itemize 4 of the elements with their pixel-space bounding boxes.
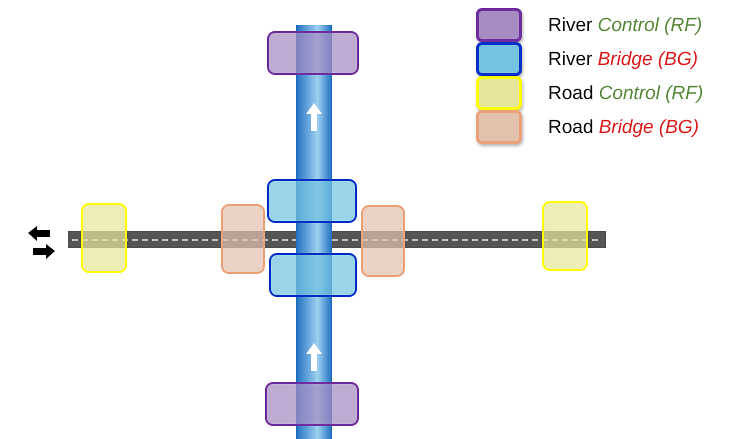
- legend-label: Road Control (RF): [548, 83, 704, 105]
- legend-label: River Control (RF): [548, 15, 702, 37]
- legend-label: River Bridge (BG): [548, 49, 698, 71]
- legend-label: Road Bridge (BG): [548, 117, 700, 139]
